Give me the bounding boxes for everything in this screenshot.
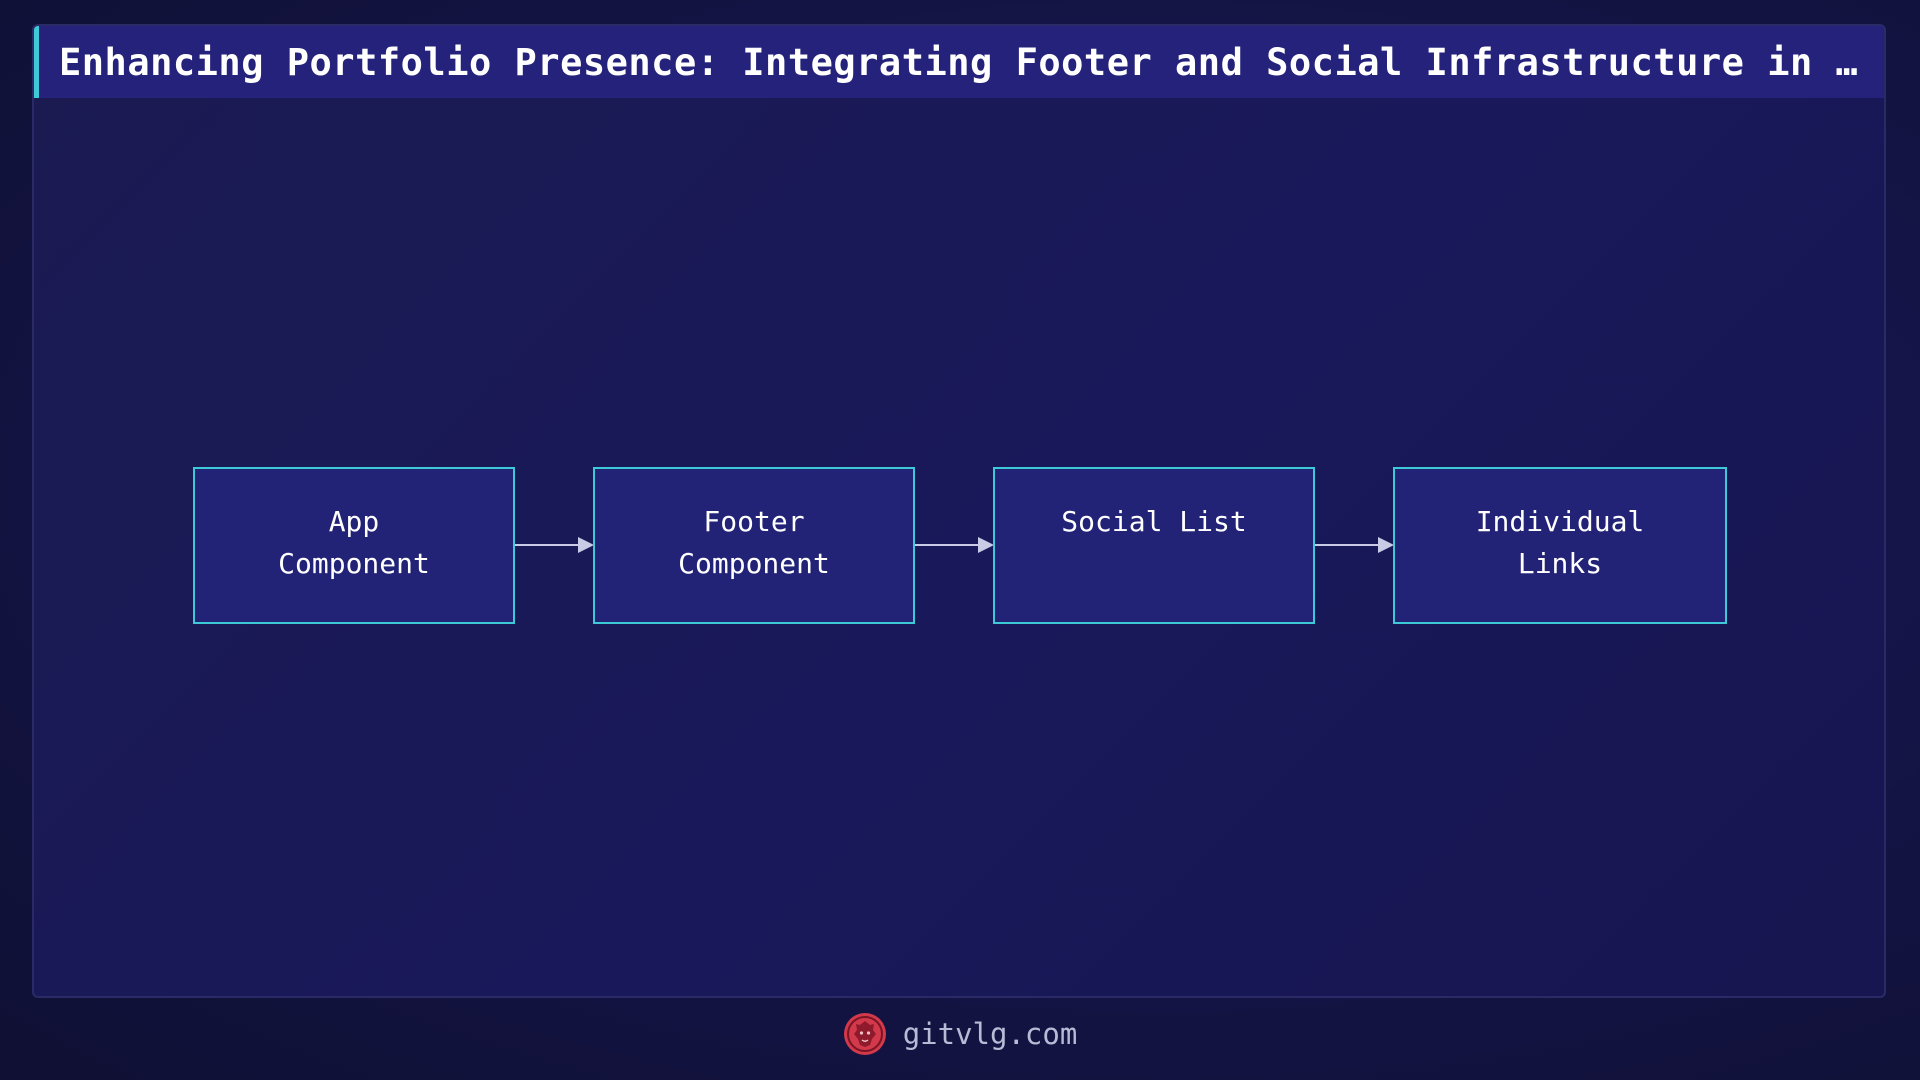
node-app-component: App Component	[193, 467, 515, 624]
page-title: Enhancing Portfolio Presence: Integratin…	[59, 40, 1860, 84]
node-label-line-1: Social List	[1061, 505, 1247, 538]
node-individual-links: Individual Links	[1393, 467, 1727, 624]
node-label-line-2: Links	[1517, 547, 1603, 580]
node-footer-component: Footer Component	[593, 467, 915, 624]
site-link[interactable]: gitvlg.com	[902, 1017, 1078, 1051]
node-label-line-2: Component	[678, 547, 830, 580]
footer: gitvlg.com	[0, 1012, 1920, 1056]
lion-logo-icon	[843, 1013, 886, 1055]
title-bar: Enhancing Portfolio Presence: Integratin…	[34, 26, 1884, 98]
node-label-line-1: Footer	[703, 505, 805, 538]
node-label-line-1: Individual	[1475, 505, 1645, 538]
node-label-line-2: Component	[278, 547, 430, 580]
node-social-list: Social List	[993, 467, 1315, 624]
node-label-line-1: App	[328, 505, 380, 538]
